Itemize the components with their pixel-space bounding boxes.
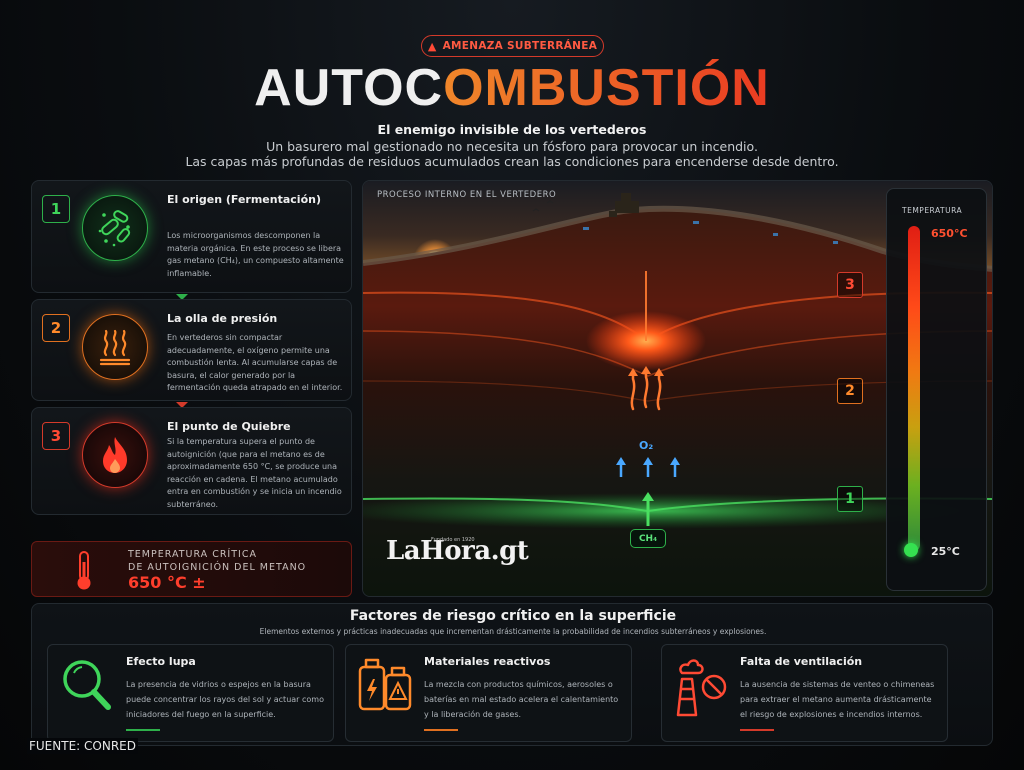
bulldozer-icon: [609, 193, 639, 217]
landfill-illustration: [363, 181, 992, 596]
step-card-2: 2 La olla de presión En vertederos sin c…: [31, 299, 352, 401]
step-connector: [176, 294, 188, 300]
threat-badge: ▲ AMENAZA SUBTERRÁNEA: [421, 35, 604, 57]
risk-card-title: Falta de ventilación: [740, 655, 863, 668]
step-title: El origen (Fermentación): [167, 193, 321, 206]
critical-temperature-box: TEMPERATURA CRÍTICA DE AUTOIGNICIÓN DEL …: [31, 541, 352, 597]
risk-factors-section: Factores de riesgo crítico en la superfi…: [31, 603, 993, 746]
step-body: En vertederos sin compactar adecuadament…: [167, 333, 343, 392]
title-part-1: AUTOC: [254, 59, 444, 117]
step-body: Si la temperatura supera el punto de aut…: [167, 437, 342, 509]
layer-marker-1: 1: [837, 486, 863, 512]
risk-card-body: La mezcla con productos químicos, aeroso…: [424, 680, 619, 719]
step-title: La olla de presión: [167, 312, 278, 325]
step-card-3: 3 El punto de Quiebre Si la temperatura …: [31, 407, 352, 515]
risk-card-underline: [740, 729, 774, 731]
critical-label: TEMPERATURA CRÍTICA DE AUTOIGNICIÓN DEL …: [128, 548, 306, 574]
temperature-max: 650°C: [931, 227, 968, 240]
step-number: 1: [42, 195, 70, 223]
title-part-2: OMBUSTIÓN: [443, 59, 770, 117]
heat-waves-icon: [82, 314, 148, 380]
source-credit: FUENTE: CONRED: [27, 738, 138, 754]
risk-card-underline: [126, 729, 160, 731]
risk-card-underline: [424, 729, 458, 731]
critical-label-line-2: DE AUTOIGNICIÓN DEL METANO: [128, 562, 307, 573]
risk-card-title: Efecto lupa: [126, 655, 196, 668]
layer-marker-2: 2: [837, 378, 863, 404]
temperature-panel: TEMPERATURA 650°C 25°C: [886, 188, 987, 591]
critical-label-line-1: TEMPERATURA CRÍTICA: [128, 549, 257, 560]
layer-marker-3: 3: [837, 272, 863, 298]
lede-line-1: Un basurero mal gestionado no necesita u…: [266, 139, 758, 154]
thermometer-icon: [72, 550, 96, 596]
step-number: 3: [42, 422, 70, 450]
magnifier-icon: [56, 653, 116, 721]
risk-card-magnifier: Efecto lupa La presencia de vidrios o es…: [47, 644, 334, 742]
temperature-min: 25°C: [931, 545, 960, 558]
oxygen-label: O₂: [639, 439, 654, 452]
critical-value: 650 °C ±: [128, 573, 206, 592]
landfill-scene: PROCESO INTERNO EN EL VERTEDERO 3 2 1 O₂…: [362, 180, 993, 597]
risk-card-chemicals: Materiales reactivos La mezcla con produ…: [345, 644, 632, 742]
badge-label: AMENAZA SUBTERRÁNEA: [442, 40, 598, 52]
risk-card-body: La presencia de vidrios o espejos en la …: [126, 680, 324, 719]
chemical-containers-icon: [354, 653, 414, 721]
step-title: El punto de Quiebre: [167, 420, 291, 433]
step-body: Los microorganismos descomponen la mater…: [167, 231, 344, 278]
lede-line-2: Las capas más profundas de residuos acum…: [185, 154, 839, 169]
risk-subtitle: Elementos externos y prácticas inadecuad…: [259, 627, 767, 636]
risk-title: Factores de riesgo crítico en la superfi…: [349, 608, 677, 624]
temperature-title: TEMPERATURA: [902, 206, 963, 215]
temperature-gradient-bar: [908, 226, 920, 551]
methane-label: CH₄: [630, 529, 666, 548]
step-card-1: 1 El origen (Fermentación) Los microorga…: [31, 180, 352, 293]
lahora-logo: LaHora.gt: [386, 536, 529, 566]
subtitle: El enemigo invisible de los vertederos: [377, 122, 647, 137]
risk-card-ventilation: Falta de ventilación La ausencia de sist…: [661, 644, 948, 742]
logo-tagline: Fundado en 1920: [431, 537, 475, 543]
risk-card-title: Materiales reactivos: [424, 655, 551, 668]
main-title: AUTOCOMBUSTIÓN: [0, 58, 1024, 118]
scene-label: PROCESO INTERNO EN EL VERTEDERO: [377, 190, 557, 200]
step-number: 2: [42, 314, 70, 342]
flame-icon: [82, 422, 148, 488]
blocked-chimney-icon: [670, 653, 730, 721]
thermometer-bulb-icon: [904, 543, 918, 557]
risk-card-body: La ausencia de sistemas de venteo o chim…: [740, 680, 935, 719]
step-connector: [176, 402, 188, 408]
microbe-icon: [82, 195, 148, 261]
lede: Un basurero mal gestionado no necesita u…: [0, 139, 1024, 169]
warning-icon: ▲: [427, 39, 437, 53]
